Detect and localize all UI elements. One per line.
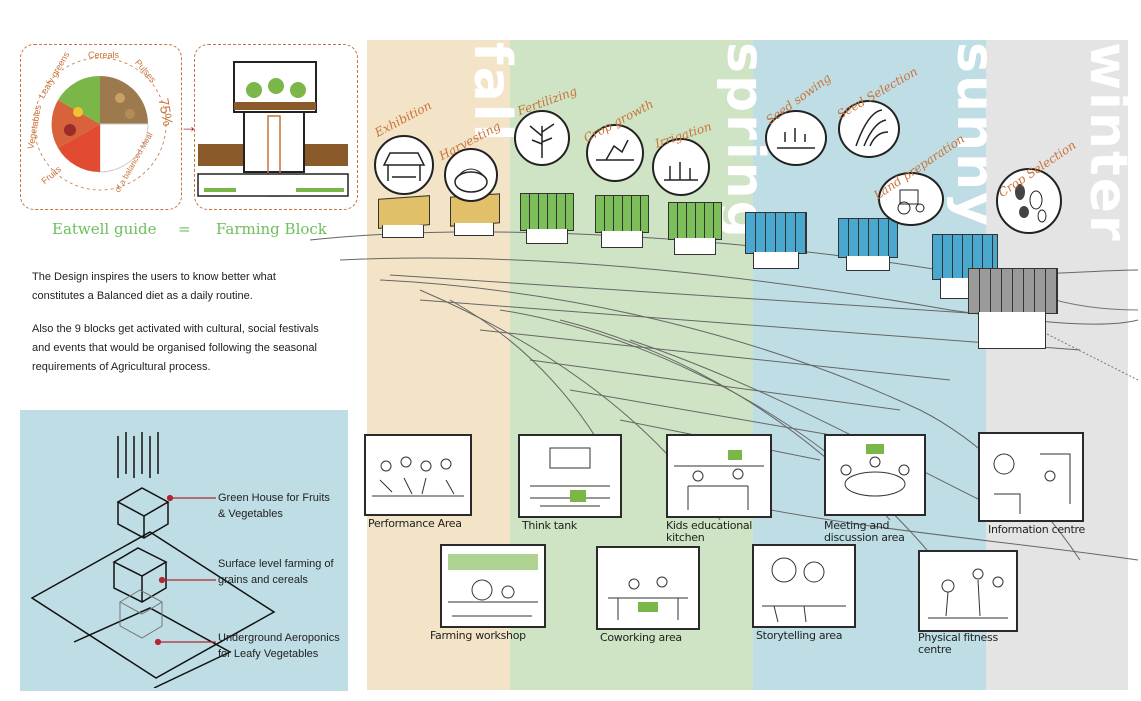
activity-icon-seed-sowing [765, 110, 827, 166]
block-legend-panel [20, 410, 348, 691]
block-spring-3 [668, 202, 722, 255]
eatwell-segment-cereals: Cereals [88, 50, 120, 60]
eatwell-plate [33, 57, 167, 191]
activity-icon-seed-selection [838, 100, 900, 158]
block-sunny-2 [838, 218, 898, 271]
description-paragraph-2: Also the 9 blocks get activated with cul… [32, 323, 319, 373]
activity-icon-exhibition [374, 135, 434, 195]
farming-block-box [194, 44, 358, 210]
activity-icon-fertilizing [514, 110, 570, 166]
equals-sign: = [178, 220, 191, 238]
eatwell-guide-label: Eatwell guide [52, 220, 157, 238]
legend-underground-aeroponics: Underground Aeroponics for Leafy Vegetab… [218, 632, 340, 660]
caption-physical-fitness: Physical fitness centre [918, 631, 998, 656]
farming-block-section [197, 61, 349, 197]
arrow-icon: → [180, 116, 198, 136]
block-sunny-3 [932, 234, 998, 299]
photo-physical-fitness [918, 550, 1018, 632]
exploded-block-diagram [30, 432, 276, 688]
description-paragraph-1: The Design inspires the users to know be… [32, 271, 276, 302]
activity-icon-crop-selection [996, 168, 1062, 234]
photo-think-tank [518, 434, 622, 518]
block-spring-1 [520, 193, 574, 244]
legend-surface-farming: Surface level farming of grains and cere… [218, 558, 334, 586]
photo-kids-kitchen [666, 434, 772, 518]
caption-think-tank: Think tank [522, 519, 577, 532]
caption-meeting-area: Meeting and discussion area [824, 519, 905, 544]
photo-coworking-area [596, 546, 700, 630]
caption-information-centre: Information centre [988, 523, 1085, 536]
caption-coworking-area: Coworking area [600, 631, 682, 644]
block-fall-2 [450, 193, 500, 236]
season-label-winter: winter [1078, 42, 1138, 243]
activity-icon-land-preparation [878, 172, 944, 226]
caption-kids-kitchen: Kids educational kitchen [666, 519, 753, 544]
activity-icon-crop-growth [586, 124, 644, 182]
legend-greenhouse: Green House for Fruits & Vegetables [218, 492, 330, 520]
block-fall-1 [378, 195, 430, 238]
block-sunny-1 [745, 212, 807, 269]
season-label-sunny: sunny [945, 42, 1005, 228]
eatwell-guide-box [20, 44, 182, 210]
photo-performance-area [364, 434, 472, 516]
caption-performance-area: Performance Area [368, 517, 462, 530]
block-winter-1 [968, 268, 1058, 349]
photo-farming-workshop [440, 544, 546, 628]
block-spring-2 [595, 195, 649, 248]
photo-meeting-area [824, 434, 926, 516]
caption-farming-workshop: Farming workshop [430, 629, 526, 642]
photo-information-centre [978, 432, 1084, 522]
photo-storytelling-area [752, 544, 856, 628]
farming-block-label: Farming Block [216, 220, 327, 238]
caption-storytelling-area: Storytelling area [756, 629, 843, 642]
activity-icon-irrigation [652, 138, 710, 196]
activity-icon-harvesting [444, 148, 498, 202]
season-label-fall: fall [462, 42, 522, 144]
